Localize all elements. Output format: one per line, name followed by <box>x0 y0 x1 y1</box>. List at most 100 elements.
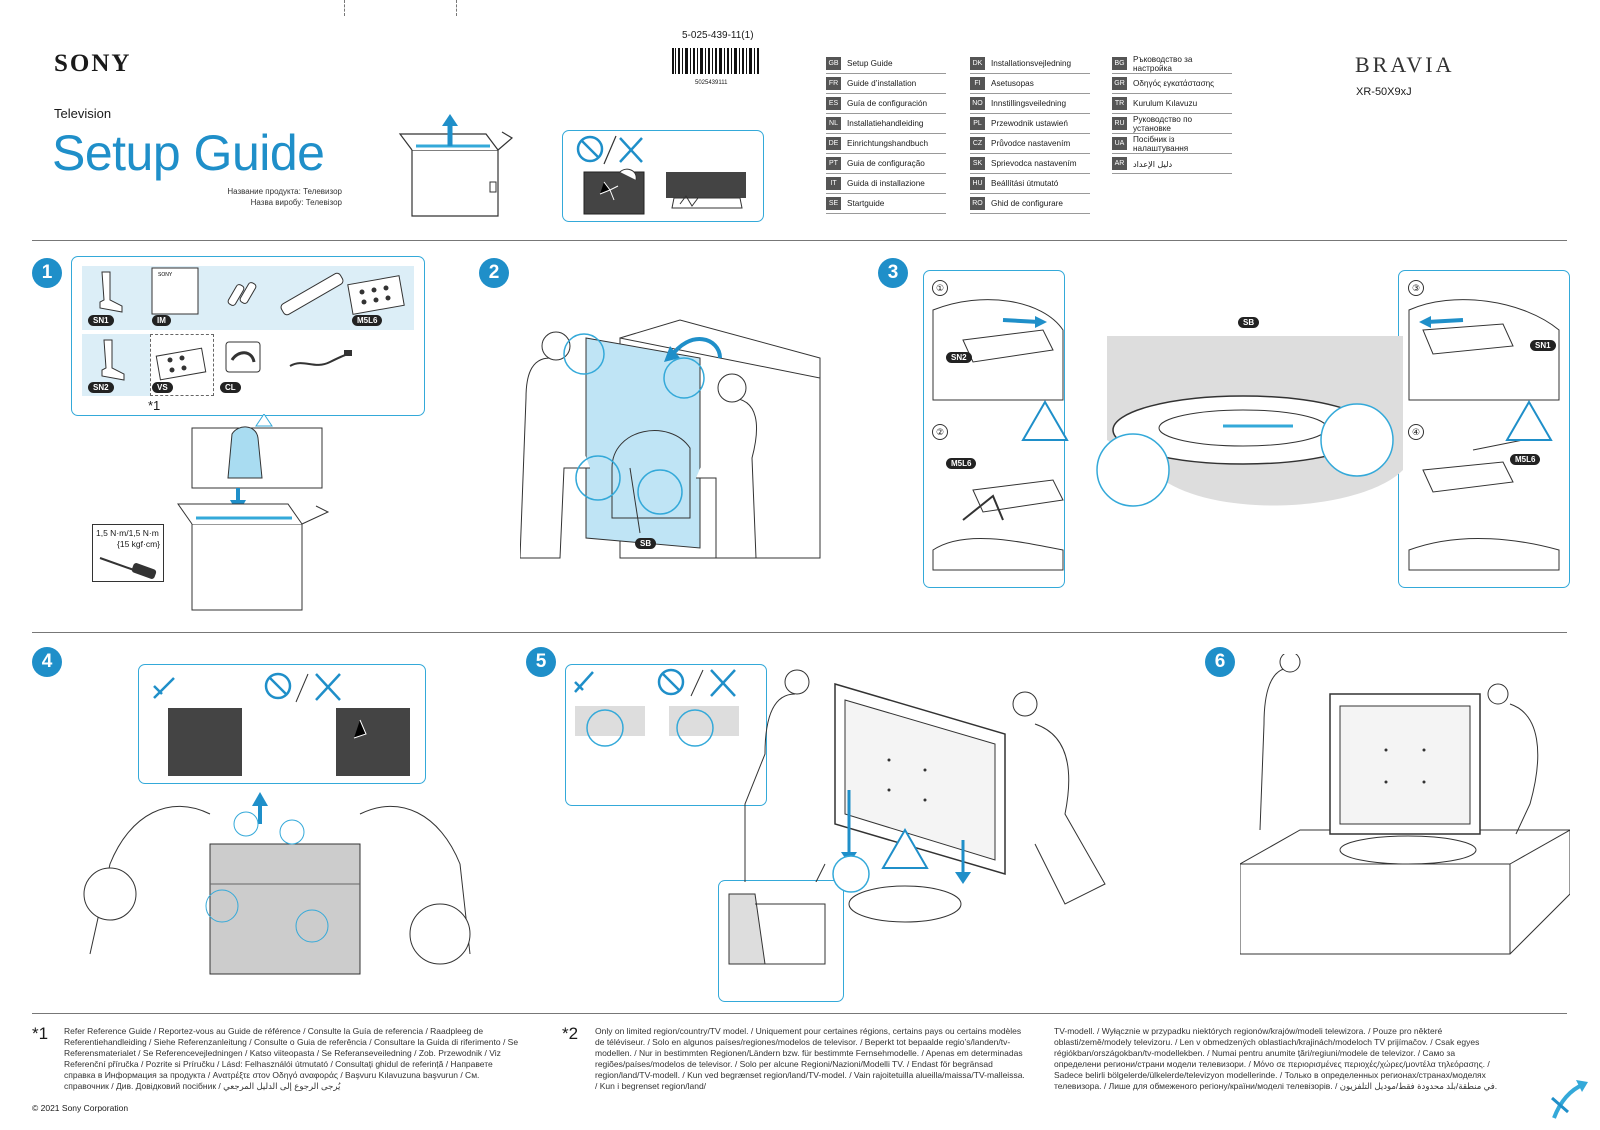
language-name: Посібник із налаштування <box>1133 134 1189 153</box>
footnote-text-3: TV-modell. / Wyłącznie w przypadku niekt… <box>1054 1026 1498 1091</box>
footnote-text-1: Refer Reference Guide / Reportez-vous au… <box>64 1026 519 1091</box>
label-sn2: SN2 <box>88 382 114 393</box>
label-m5l6: M5L6 <box>352 315 383 326</box>
language-code-badge: RU <box>1112 117 1127 130</box>
label-m5l6-step3-right: M5L6 <box>1510 454 1541 465</box>
language-row-hu: HU Beállítási útmutató <box>970 174 1090 194</box>
language-row-it: IT Guida di installazione <box>826 174 946 194</box>
label-sb-step3: SB <box>1238 317 1260 328</box>
footnote-ref-1: *1 <box>148 398 161 413</box>
language-row-dk: DK Installationsvejledning <box>970 54 1090 74</box>
language-code-badge: DK <box>970 57 985 70</box>
language-name: Installationsvejledning <box>991 59 1072 68</box>
language-name: Przewodnik ustawień <box>991 119 1068 128</box>
step2-tv-lift-illustration <box>520 319 821 559</box>
label-cl: CL <box>220 382 241 393</box>
page-title: Setup Guide <box>52 125 325 181</box>
product-name-ua: Назва виробу: Телевізор <box>250 198 342 207</box>
svg-text:SONY: SONY <box>158 272 173 278</box>
cut-mark-left <box>344 0 345 16</box>
language-row-pl: PL Przewodnik ustawień <box>970 114 1090 134</box>
step-6-number: 6 <box>1205 647 1235 677</box>
label-im: IM <box>152 315 171 326</box>
accessory-icons: SONY <box>99 267 405 381</box>
torque-value-kgf: {15 kgf·cm} <box>117 539 160 549</box>
step-2-number: 2 <box>479 258 509 288</box>
label-sb-step2: SB <box>635 538 657 549</box>
step-1-number: 1 <box>32 258 62 288</box>
document-code: 5-025-439-11(1) <box>682 30 754 41</box>
product-type: Television <box>54 106 112 121</box>
language-name: Setup Guide <box>847 59 893 68</box>
step5-illustration <box>574 668 1106 990</box>
divider-bottom <box>32 1013 1567 1014</box>
language-name: Guia de configuração <box>847 159 925 168</box>
copyright: © 2021 Sony Corporation <box>32 1103 129 1113</box>
language-name: Průvodce nastavením <box>991 139 1071 148</box>
language-code-badge: SE <box>826 197 841 210</box>
screen-crack-illustration <box>583 168 746 215</box>
language-name: Ghid de configurare <box>991 199 1063 208</box>
prohibited-icon <box>576 135 643 165</box>
footnote-mark-2: *2 <box>562 1024 579 1043</box>
product-name-ru: Название продукта: Телевизор <box>227 187 342 196</box>
label-sn2-step3: SN2 <box>946 352 972 363</box>
language-name: Sprievodca nastavením <box>991 159 1077 168</box>
substep-4: ④ <box>1408 424 1424 440</box>
step-3-number: 3 <box>878 258 908 288</box>
language-row-ru: RU Руководство по установке <box>1112 114 1232 134</box>
language-row-se: SE Startguide <box>826 194 946 214</box>
label-vs: VS <box>152 382 173 393</box>
language-code-badge: FI <box>970 77 985 90</box>
language-code-badge: CZ <box>970 137 985 150</box>
language-name: Kurulum Kılavuzu <box>1133 99 1198 108</box>
language-name: Installatiehandleiding <box>847 119 924 128</box>
barcode-number: 5025439111 <box>695 80 728 86</box>
language-row-cz: CZ Průvodce nastavením <box>970 134 1090 154</box>
vs-dashed-box <box>150 334 214 396</box>
language-name: Guida di installazione <box>847 179 925 188</box>
label-sn1-step3: SN1 <box>1530 340 1556 351</box>
language-code-badge: TR <box>1112 97 1127 110</box>
language-name: Innstillingsveiledning <box>991 99 1067 108</box>
series-logo: BRAVIA <box>1355 52 1455 77</box>
language-code-badge: IT <box>826 177 841 190</box>
step4-illustration <box>83 672 471 975</box>
substep-2: ② <box>932 424 948 440</box>
language-code-badge: BG <box>1112 57 1127 70</box>
language-code-badge: HU <box>970 177 985 190</box>
language-code-badge: DE <box>826 137 841 150</box>
language-code-badge: NL <box>826 117 841 130</box>
torque-spec-box: 1,5 N·m/1,5 N·m {15 kgf·cm} <box>92 524 164 582</box>
language-name: Οδηγός εγκατάστασης <box>1133 79 1215 88</box>
barcode <box>672 48 759 74</box>
divider-middle <box>32 632 1567 633</box>
box-lift-illustration <box>398 114 514 217</box>
language-name: Startguide <box>847 199 885 208</box>
model-number: XR-50X9xJ <box>1356 86 1412 98</box>
language-code-badge: PL <box>970 117 985 130</box>
corner-arrow-icon <box>1551 1080 1588 1119</box>
language-name: Asetusopas <box>991 79 1034 88</box>
step-4-number: 4 <box>32 647 62 677</box>
step3-bracket-illustrations <box>932 299 1560 571</box>
substep-3: ③ <box>1408 280 1424 296</box>
substep-1: ① <box>932 280 948 296</box>
unbox-illustration <box>177 414 330 611</box>
language-name: Руководство по установке <box>1133 114 1193 133</box>
language-row-fi: FI Asetusopas <box>970 74 1090 94</box>
language-name: Beállítási útmutató <box>991 179 1059 188</box>
step-5-number: 5 <box>526 647 556 677</box>
